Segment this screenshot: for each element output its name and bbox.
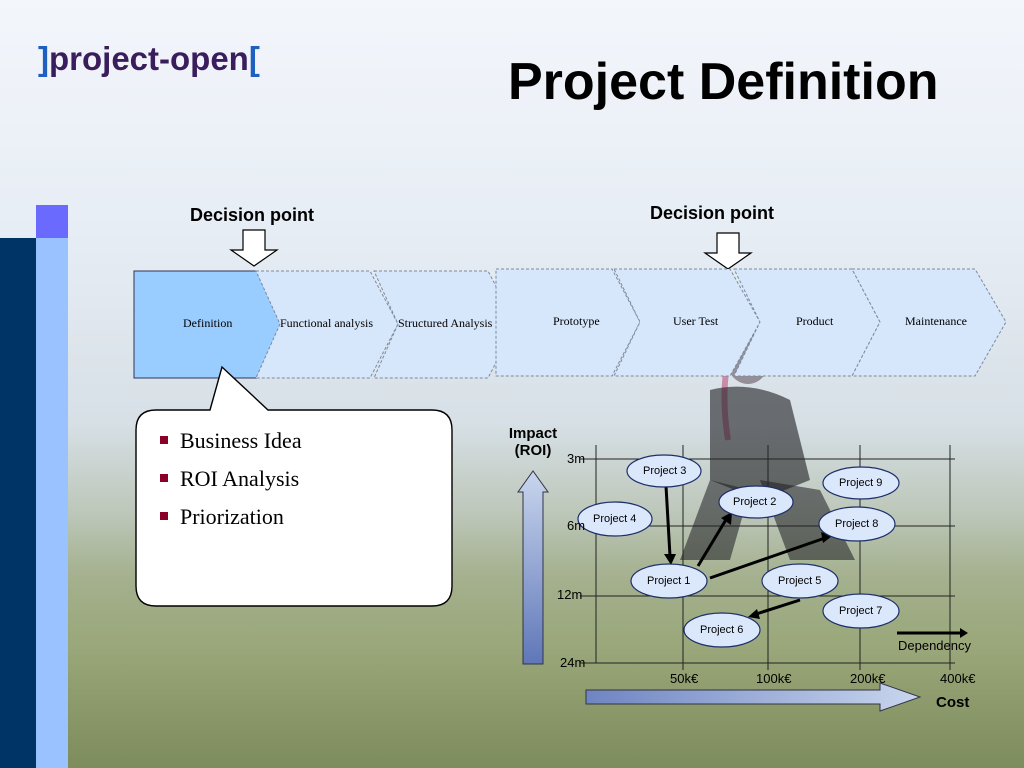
phase-label-definition: Definition [183, 316, 233, 330]
x-tick-label: 400k€ [940, 671, 976, 686]
phase-label-functional-analysis: Functional analysis [280, 316, 373, 330]
y-tick-label: 3m [567, 451, 586, 466]
decision-point-label-1: Decision point [190, 205, 315, 225]
accent-square [36, 205, 68, 238]
project-label: Project 2 [733, 496, 777, 508]
project-label: Project 6 [700, 624, 744, 636]
list-item: ROI Analysis [158, 466, 302, 492]
list-item: Priorization [158, 504, 302, 530]
phase-label-prototype: Prototype [553, 314, 600, 328]
down-arrow-icon [703, 232, 753, 270]
phase-label-structured-analysis: Structured Analysis [398, 316, 493, 330]
project-label: Project 1 [647, 575, 691, 587]
callout-list: Business Idea ROI Analysis Priorization [158, 428, 302, 542]
bullet-icon [160, 436, 168, 444]
project-label: Project 4 [593, 513, 637, 525]
decision-point-label-2: Decision point [650, 203, 775, 223]
legend-dependency-label: Dependency [898, 638, 971, 653]
y-tick-label: 24m [560, 655, 586, 670]
x-tick-label: 100k€ [756, 671, 792, 686]
bullet-icon [160, 474, 168, 482]
accent-bar-light [36, 238, 68, 768]
project-label: Project 5 [778, 575, 822, 587]
bullet-icon [160, 512, 168, 520]
list-item: Business Idea [158, 428, 302, 454]
project-label: Project 3 [643, 465, 687, 477]
phase-label-product: Product [796, 314, 834, 328]
x-axis-title: Cost [936, 694, 970, 711]
phase-label-maintenance: Maintenance [905, 314, 967, 328]
y-tick-label: 12m [557, 587, 583, 602]
x-tick-label: 50k€ [670, 671, 699, 686]
project-label: Project 7 [839, 605, 883, 617]
brand-logo: ]project-open[ [38, 40, 260, 77]
project-label: Project 9 [839, 477, 883, 489]
accent-bar-dark [0, 238, 36, 768]
y-axis-title: Impact (ROI) [508, 425, 558, 459]
person-photo [680, 332, 855, 560]
down-arrow-icon [229, 229, 279, 267]
x-tick-label: 200k€ [850, 671, 886, 686]
project-label: Project 8 [835, 518, 879, 530]
background-grass [0, 520, 1024, 768]
y-tick-label: 6m [567, 518, 586, 533]
page-title: Project Definition [508, 53, 939, 111]
phase-label-user-test: User Test [673, 314, 719, 328]
